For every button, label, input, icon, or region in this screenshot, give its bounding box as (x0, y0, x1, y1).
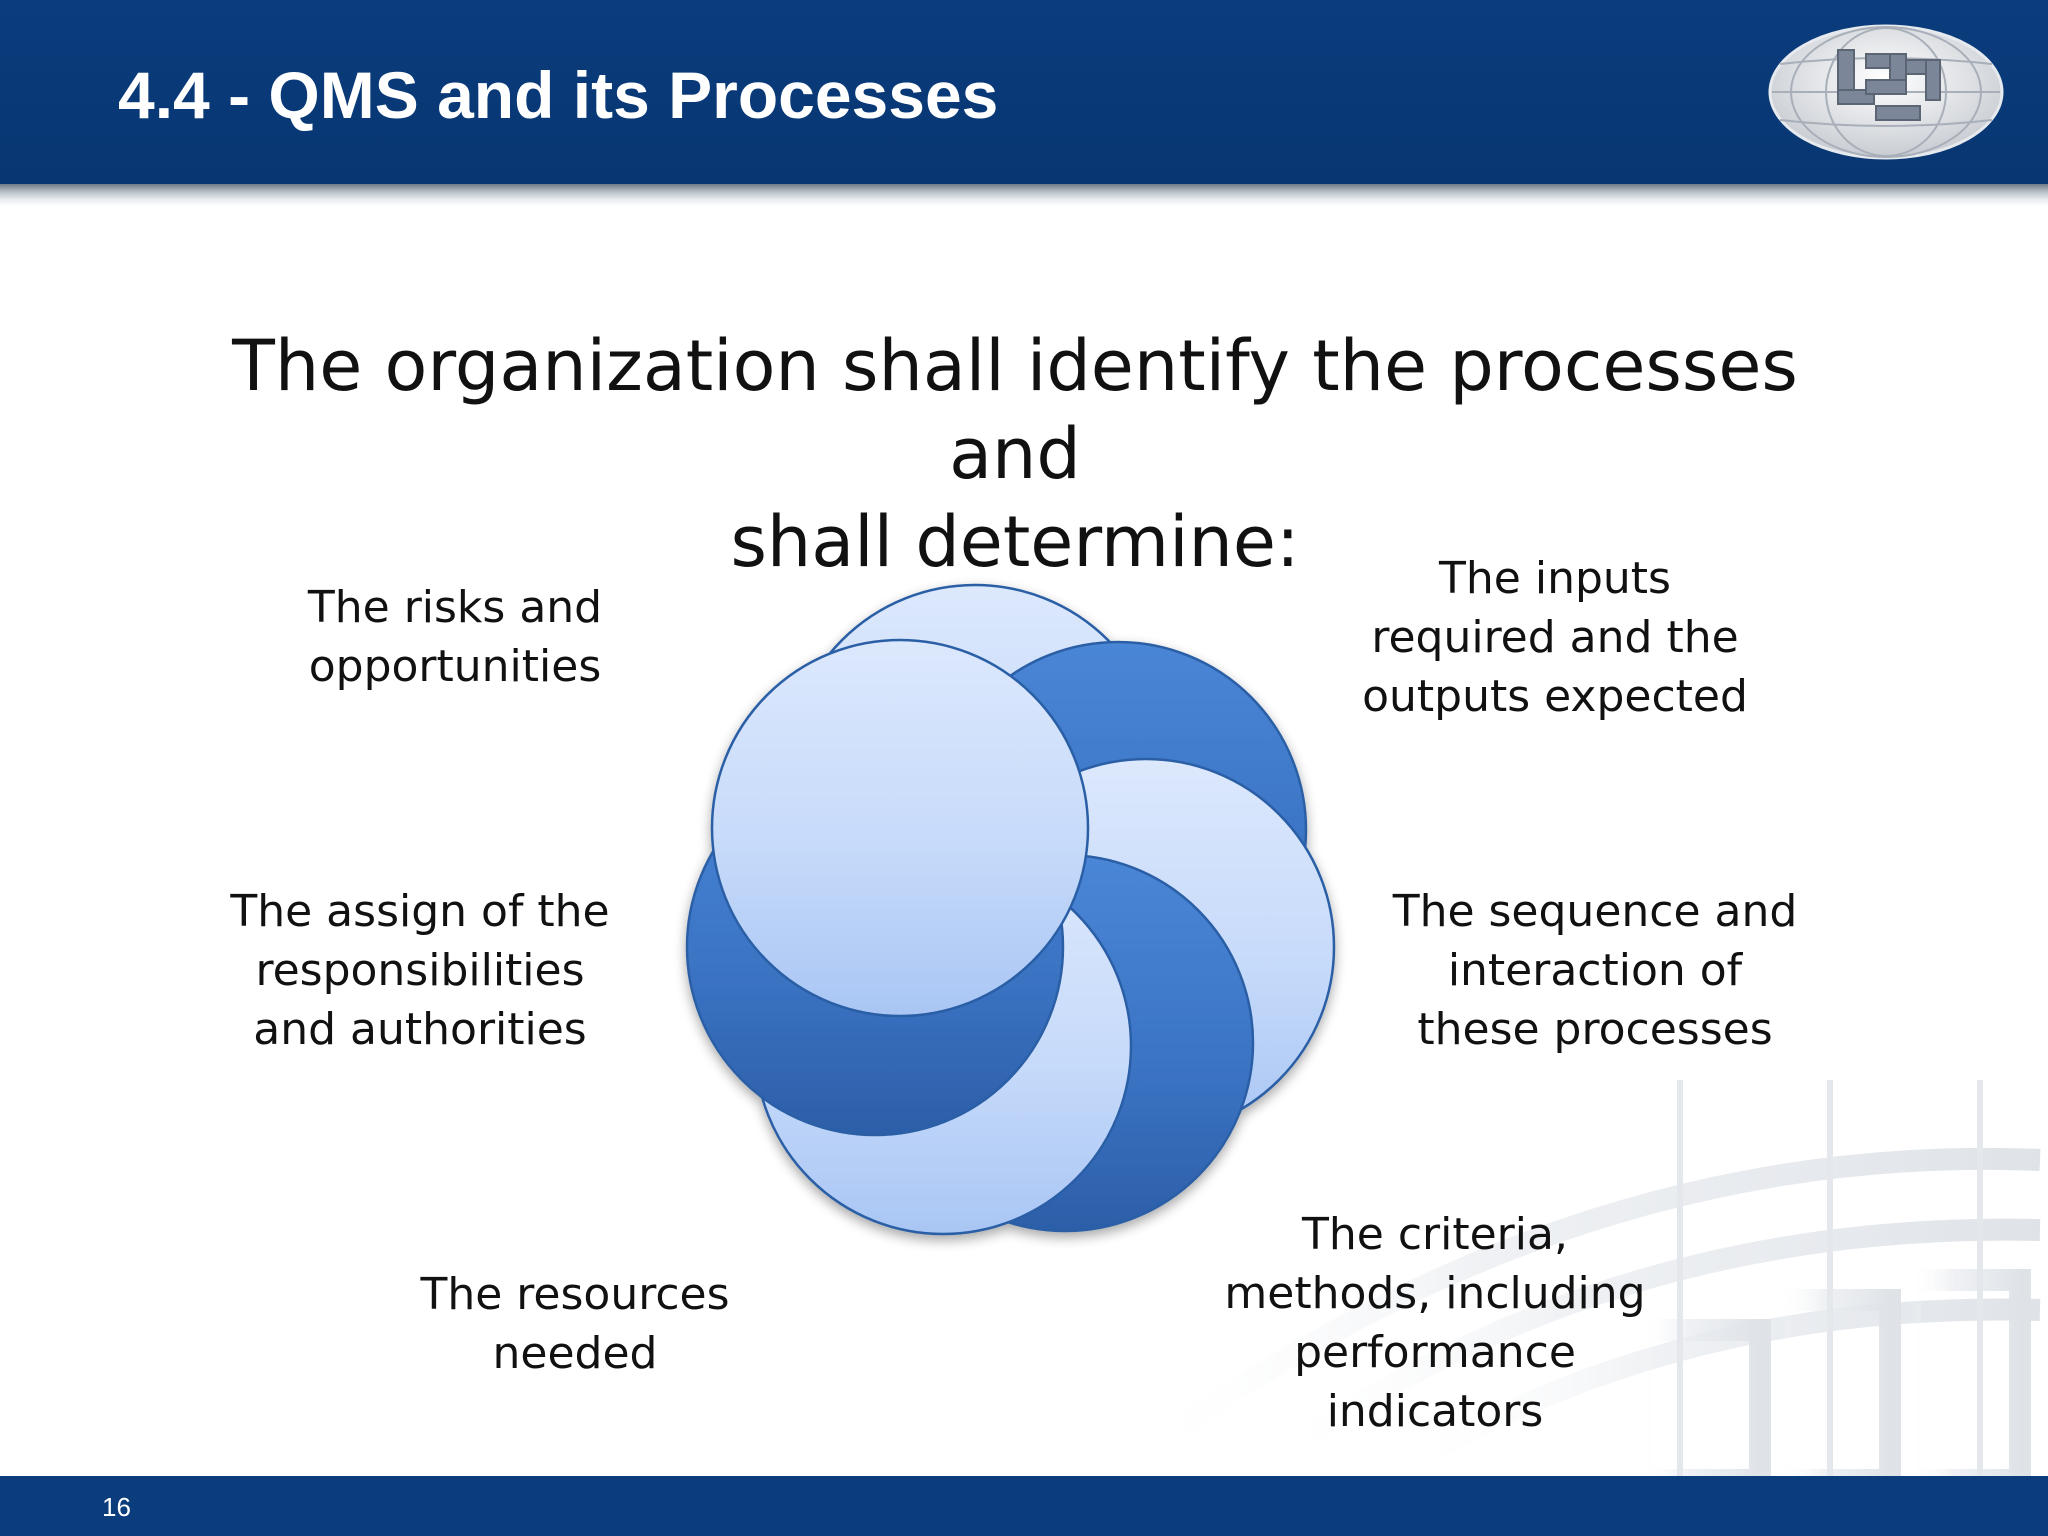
header-divider (0, 184, 2048, 206)
main-heading: The organization shall identify the proc… (160, 322, 1870, 586)
heading-line-2: shall determine: (730, 501, 1300, 583)
header-bar (0, 0, 2048, 184)
footer-bar (0, 1476, 2048, 1536)
label-line: The assign of the (230, 886, 610, 937)
label-line: required and the (1371, 612, 1739, 663)
dqs-logo (1766, 20, 2006, 164)
label-line: interaction of (1447, 945, 1743, 996)
label-line: The risks and (307, 582, 603, 633)
label-line: indicators (1326, 1386, 1544, 1437)
slide-title: 4.4 - QMS and its Processes (118, 58, 999, 132)
label-line: responsibilities (255, 945, 585, 996)
label-line: performance (1294, 1327, 1576, 1378)
label-line: The inputs (1439, 553, 1671, 604)
label-line: opportunities (308, 641, 602, 692)
label-line: these processes (1417, 1004, 1773, 1055)
label-resources: The resources needed (390, 1265, 760, 1383)
label-line: methods, including (1224, 1268, 1646, 1319)
page-number: 16 (102, 1492, 131, 1522)
label-line: The sequence and (1392, 886, 1798, 937)
cycle-circle-upper-left (710, 638, 1090, 1018)
heading-line-1: The organization shall identify the proc… (232, 325, 1798, 495)
label-line: The criteria, (1302, 1209, 1568, 1260)
label-sequence-interaction: The sequence and interaction of these pr… (1370, 882, 1820, 1059)
label-line: and authorities (253, 1004, 587, 1055)
process-cycle-diagram (660, 560, 1360, 1260)
label-assign-responsibilities: The assign of the responsibilities and a… (210, 882, 630, 1059)
label-risks-opportunities: The risks and opportunities (290, 578, 620, 696)
globe-watermark (1080, 1080, 2048, 1480)
label-line: needed (492, 1328, 658, 1379)
label-line: outputs expected (1362, 671, 1748, 722)
label-inputs-outputs: The inputs required and the outputs expe… (1330, 549, 1780, 726)
label-criteria-methods: The criteria, methods, including perform… (1200, 1205, 1670, 1441)
label-line: The resources (420, 1269, 730, 1320)
